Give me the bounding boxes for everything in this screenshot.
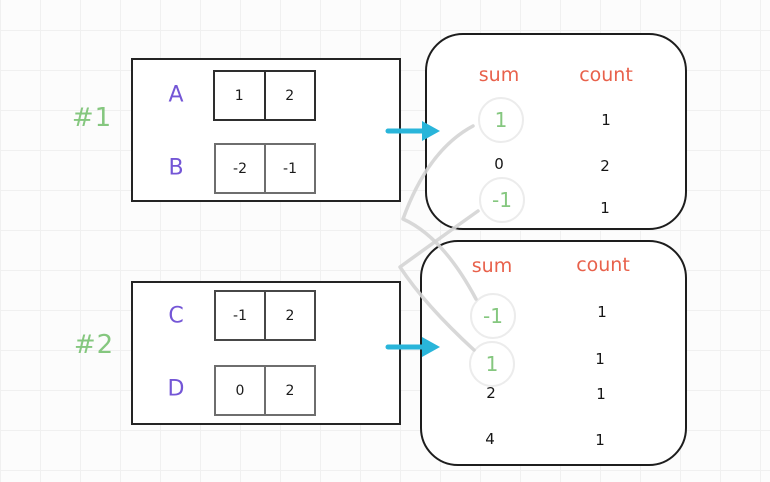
count-value: 1 <box>596 385 606 403</box>
array-cell: -1 <box>233 307 247 324</box>
array-a-cells: 1 2 <box>213 70 316 121</box>
count-value: 2 <box>600 157 610 175</box>
example-1-array-box: A 1 2 B -2 -1 <box>131 58 401 202</box>
array-name-a: A <box>168 82 184 108</box>
count-header: count <box>576 254 630 276</box>
example-2-hash-table: sum count -1 1 1 1 2 1 4 1 <box>420 240 687 466</box>
example-2-array-box: C -1 2 D 0 2 <box>131 281 401 425</box>
array-name-c: C <box>168 303 184 329</box>
array-d-cells: 0 2 <box>214 365 316 416</box>
example-2-label: #2 <box>73 330 115 360</box>
array-name-d: D <box>167 376 185 402</box>
count-value: 1 <box>595 350 605 368</box>
count-value: 1 <box>597 303 607 321</box>
sum-header: sum <box>471 255 513 277</box>
count-header: count <box>579 64 633 86</box>
sum-header: sum <box>478 64 520 86</box>
sum-value: 4 <box>485 430 495 448</box>
array-cell: -2 <box>233 160 247 177</box>
array-cell: 2 <box>263 72 315 119</box>
count-value: 1 <box>601 111 611 129</box>
sum-value: 2 <box>486 384 496 402</box>
example-1-label: #1 <box>71 103 113 133</box>
array-cell: -1 <box>264 145 314 192</box>
highlighted-sum-value: 1 <box>469 341 515 387</box>
sum-value: 0 <box>494 155 504 173</box>
array-cell: 2 <box>264 292 314 339</box>
array-cell: 1 <box>234 87 244 104</box>
array-cell: 2 <box>264 367 314 414</box>
highlighted-sum-value: -1 <box>470 293 516 339</box>
array-c-cells: -1 2 <box>214 290 316 341</box>
array-cell: 0 <box>235 382 245 399</box>
example-1-hash-table: sum count 1 1 0 2 -1 1 <box>425 33 687 230</box>
array-b-cells: -2 -1 <box>214 143 316 194</box>
array-name-b: B <box>168 155 184 181</box>
count-value: 1 <box>595 431 605 449</box>
count-value: 1 <box>600 199 610 217</box>
highlighted-sum-value: 1 <box>478 97 524 143</box>
highlighted-sum-value: -1 <box>479 177 525 223</box>
